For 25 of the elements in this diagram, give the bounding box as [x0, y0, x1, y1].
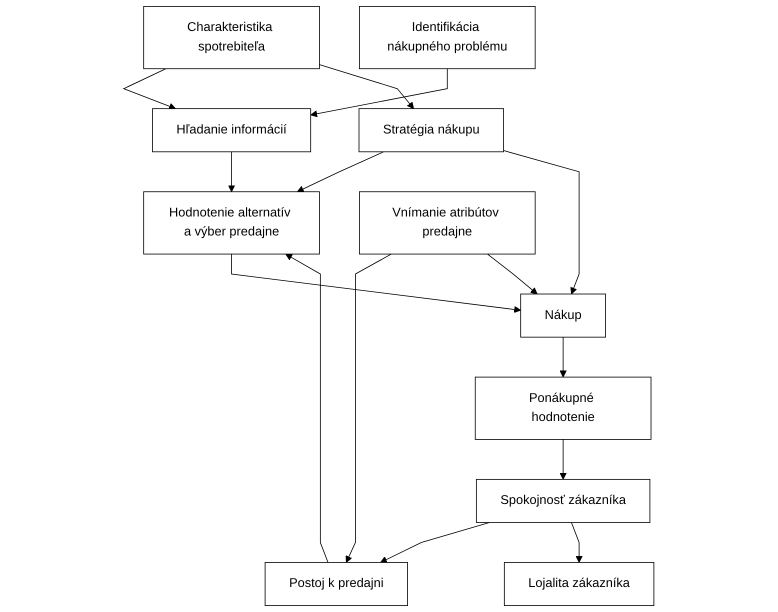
node-box: Lojalita zákazníka — [504, 562, 654, 606]
arrow — [310, 68, 448, 118]
arrow — [571, 522, 583, 563]
node-box: Nákup — [520, 294, 606, 338]
arrow — [319, 64, 414, 109]
arrow — [228, 151, 236, 192]
arrow — [560, 439, 567, 480]
node-box: Spokojnosť zákazníka — [476, 478, 650, 523]
arrow — [122, 68, 176, 110]
arrow — [380, 522, 490, 563]
arrow — [560, 336, 567, 378]
arrow — [286, 254, 329, 563]
arrow — [503, 150, 580, 294]
arrow — [297, 151, 384, 192]
node-box: Charakteristika spotrebiteľa — [143, 6, 320, 70]
node-box: Identifikácia nákupného problému — [359, 6, 536, 70]
node-box: Stratégia nákupu — [358, 108, 504, 152]
node-box: Hodnotenie alternatív a výber predajne — [143, 191, 320, 254]
node-box: Postoj k predajni — [264, 562, 408, 606]
arrow — [487, 254, 538, 294]
arrow — [346, 254, 392, 563]
node-box: Vnímanie atribútov predajne — [359, 191, 536, 254]
arrow — [231, 254, 522, 313]
node-box: Hľadanie informácií — [152, 108, 312, 152]
node-box: Ponákupné hodnotenie — [475, 376, 652, 440]
